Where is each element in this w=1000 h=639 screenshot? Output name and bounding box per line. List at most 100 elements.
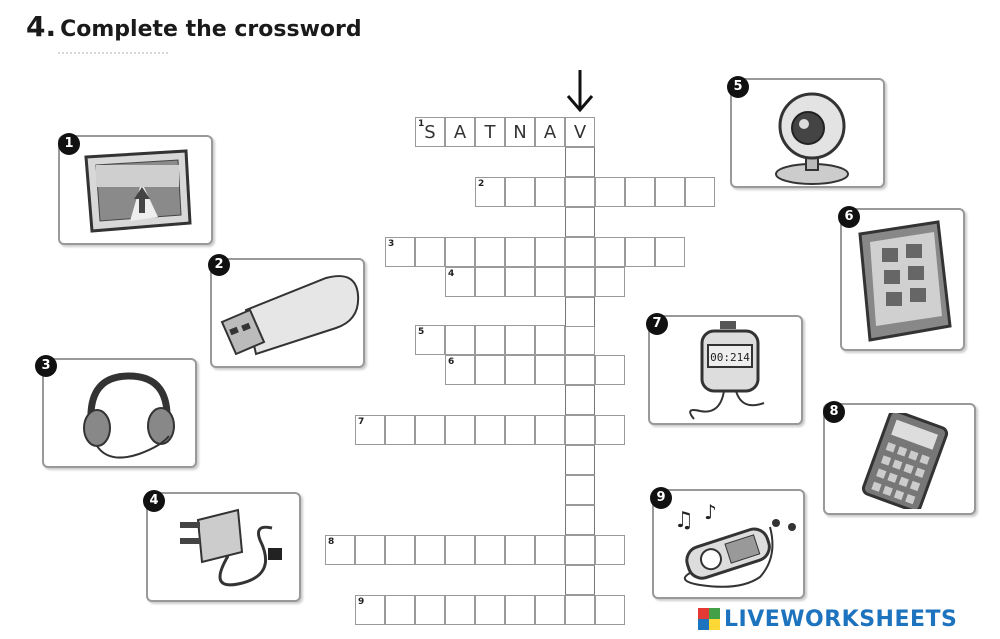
crossword-cell[interactable]: A — [535, 117, 565, 147]
crossword-cell[interactable] — [355, 415, 385, 445]
crossword-cell[interactable] — [385, 237, 415, 267]
brand-name: LIVEWORKSHEETS — [724, 606, 958, 632]
crossword-cell[interactable] — [475, 595, 505, 625]
crossword-cell[interactable] — [565, 535, 595, 565]
crossword-cell[interactable] — [595, 535, 625, 565]
crossword-cell[interactable] — [565, 415, 595, 445]
crossword-cell[interactable] — [325, 535, 355, 565]
clue-number: 1 — [418, 119, 425, 129]
picture-card-2 — [210, 258, 365, 368]
crossword-cell[interactable] — [475, 325, 505, 355]
down-arrow-icon — [566, 70, 594, 113]
crossword-cell[interactable] — [565, 237, 595, 267]
picture-card-5 — [730, 78, 885, 188]
crossword-cell[interactable]: T — [475, 117, 505, 147]
crossword-cell[interactable] — [655, 237, 685, 267]
crossword-cell[interactable] — [505, 355, 535, 385]
crossword-key-cell[interactable] — [565, 297, 595, 327]
crossword-cell[interactable] — [565, 355, 595, 385]
crossword-cell[interactable] — [475, 415, 505, 445]
crossword-cell[interactable] — [355, 595, 385, 625]
crossword-cell[interactable] — [655, 177, 685, 207]
crossword-cell[interactable] — [475, 535, 505, 565]
crossword-cell[interactable] — [445, 355, 475, 385]
picture-card-6 — [840, 208, 965, 351]
crossword-cell[interactable] — [595, 595, 625, 625]
crossword-key-cell[interactable] — [565, 445, 595, 475]
crossword-cell[interactable] — [445, 535, 475, 565]
picture-number-badge: 6 — [838, 206, 860, 228]
stopwatch-icon: 00:214 — [689, 321, 765, 420]
liveworksheets-logo-icon — [698, 608, 720, 630]
crossword-cell[interactable] — [535, 267, 565, 297]
crossword-cell[interactable] — [595, 177, 625, 207]
crossword-cell[interactable] — [505, 177, 535, 207]
crossword-cell[interactable] — [685, 177, 715, 207]
crossword-cell[interactable] — [445, 267, 475, 297]
crossword-key-cell[interactable] — [565, 207, 595, 237]
webcam-icon — [775, 92, 849, 185]
crossword-cell[interactable] — [595, 237, 625, 267]
crossword-cell[interactable] — [595, 355, 625, 385]
crossword-cell[interactable] — [565, 325, 595, 355]
crossword-cell[interactable] — [475, 267, 505, 297]
crossword-cell[interactable] — [535, 325, 565, 355]
crossword-cell[interactable]: V — [565, 117, 595, 147]
charger-icon — [180, 508, 282, 587]
crossword-cell[interactable] — [415, 535, 445, 565]
crossword-cell[interactable] — [445, 325, 475, 355]
crossword-key-cell[interactable] — [565, 147, 595, 177]
liveworksheets-logo: LIVEWORKSHEETS — [698, 604, 957, 634]
picture-card-1 — [58, 135, 213, 245]
crossword-key-cell[interactable] — [565, 475, 595, 505]
crossword-cell[interactable] — [595, 415, 625, 445]
crossword-cell[interactable]: N — [505, 117, 535, 147]
crossword-cell[interactable] — [505, 237, 535, 267]
crossword-cell[interactable] — [535, 237, 565, 267]
picture-number-badge: 3 — [35, 355, 57, 377]
crossword-key-cell[interactable] — [565, 505, 595, 535]
crossword-cell[interactable] — [505, 415, 535, 445]
crossword-cell[interactable]: A — [445, 117, 475, 147]
crossword-cell[interactable] — [385, 595, 415, 625]
crossword-cell[interactable] — [505, 595, 535, 625]
crossword-cell[interactable] — [595, 267, 625, 297]
crossword-cell[interactable] — [505, 267, 535, 297]
crossword-cell[interactable] — [505, 325, 535, 355]
crossword-cell[interactable] — [385, 415, 415, 445]
mp3-player-icon: ♫ ♪ — [674, 500, 796, 588]
crossword-cell[interactable] — [535, 355, 565, 385]
crossword-cell[interactable] — [625, 177, 655, 207]
crossword-cell[interactable] — [475, 177, 505, 207]
crossword-cell[interactable] — [415, 415, 445, 445]
picture-number-badge: 1 — [58, 133, 80, 155]
crossword-cell[interactable] — [625, 237, 655, 267]
crossword-cell[interactable] — [535, 177, 565, 207]
crossword-cell[interactable] — [415, 325, 445, 355]
crossword-cell[interactable] — [535, 535, 565, 565]
picture-number-badge: 4 — [143, 490, 165, 512]
crossword-key-cell[interactable] — [565, 565, 595, 595]
crossword-cell[interactable] — [445, 415, 475, 445]
crossword-cell[interactable] — [535, 415, 565, 445]
tablet-icon — [858, 220, 952, 342]
crossword-cell[interactable] — [445, 595, 475, 625]
crossword-cell[interactable] — [385, 535, 415, 565]
crossword-cell[interactable] — [565, 595, 595, 625]
crossword-cell[interactable] — [475, 237, 505, 267]
crossword-cell[interactable] — [475, 355, 505, 385]
crossword-cell[interactable] — [355, 535, 385, 565]
crossword-cell[interactable] — [535, 595, 565, 625]
crossword-cell[interactable] — [415, 237, 445, 267]
crossword-cell[interactable] — [415, 595, 445, 625]
crossword-key-cell[interactable] — [565, 385, 595, 415]
crossword-cell[interactable]: S — [415, 117, 445, 147]
crossword-cell[interactable] — [445, 237, 475, 267]
cell-letter: A — [543, 122, 557, 143]
cell-letter: V — [573, 122, 587, 143]
crossword-cell[interactable] — [505, 535, 535, 565]
picture-number-badge: 7 — [646, 313, 668, 335]
crossword-cell[interactable] — [565, 267, 595, 297]
crossword-cell[interactable] — [565, 177, 595, 207]
clue-number: 2 — [478, 179, 485, 189]
